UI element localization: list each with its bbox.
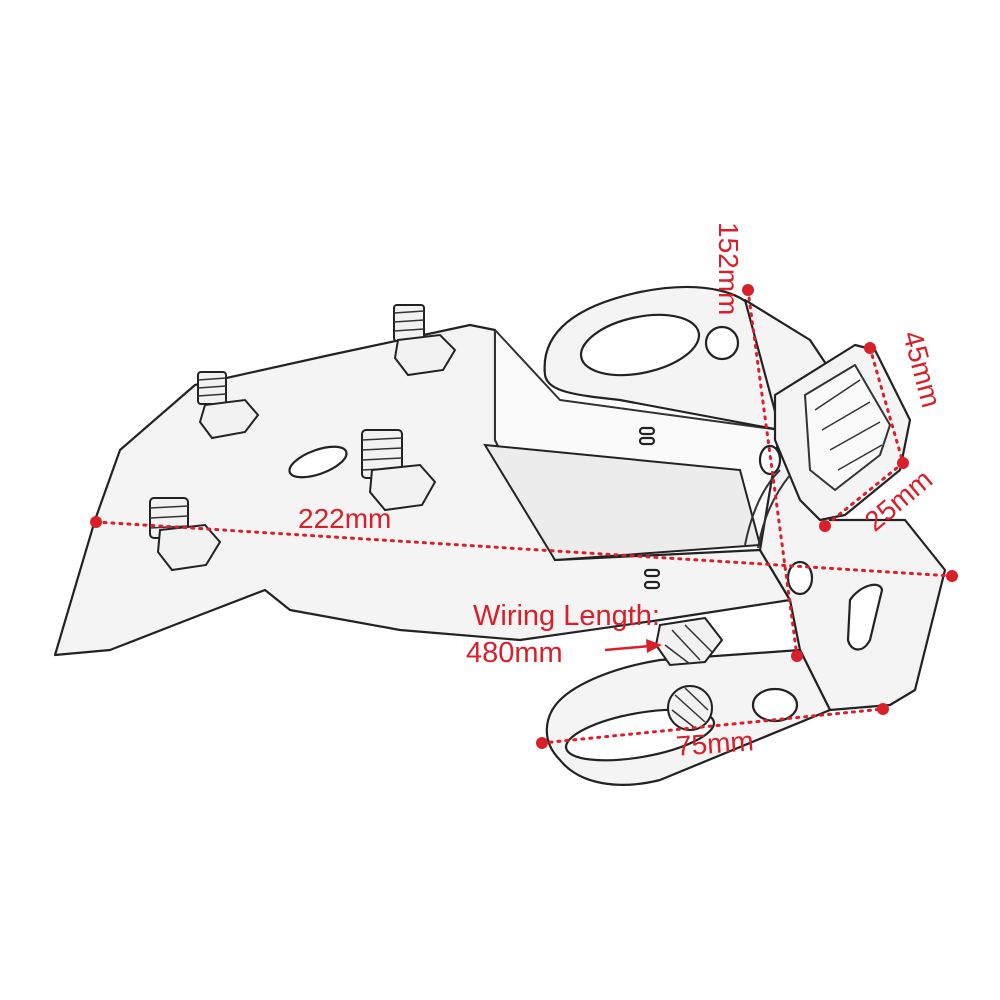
dimension-line-height [742,284,803,662]
wiring-length-label: Wiring Length: [473,600,660,632]
side-hole-lower [786,560,814,596]
vent-slot-1 [638,426,656,436]
mount-width-label: 75mm [674,725,755,762]
dimension-line-length [90,516,958,582]
wiring-arrow [604,639,662,653]
wire-screw-lower [667,685,713,731]
top-hole [704,325,740,361]
wiring-length-value: 480mm [466,637,563,669]
vent-slot-4 [643,580,661,590]
wire-2 [757,474,791,549]
lamp-lens [804,364,891,491]
top-slot [579,313,701,377]
dimension-line-mount-width [536,703,889,749]
height-label: 152mm [713,222,744,316]
plate-slot [288,445,348,479]
bolt-1 [197,371,260,440]
bottom-hole [751,687,799,723]
dimension-line-lamp-depth [819,461,905,532]
vent-slot-3 [643,568,661,578]
wire-1 [744,469,781,546]
bolt-3 [361,429,437,512]
lamp-ridges [814,379,883,471]
side-hole-upper [758,444,782,476]
bolt-2 [393,304,457,377]
vent-slot-2 [638,436,656,446]
side-slot [846,583,884,651]
length-label: 222mm [298,503,392,534]
